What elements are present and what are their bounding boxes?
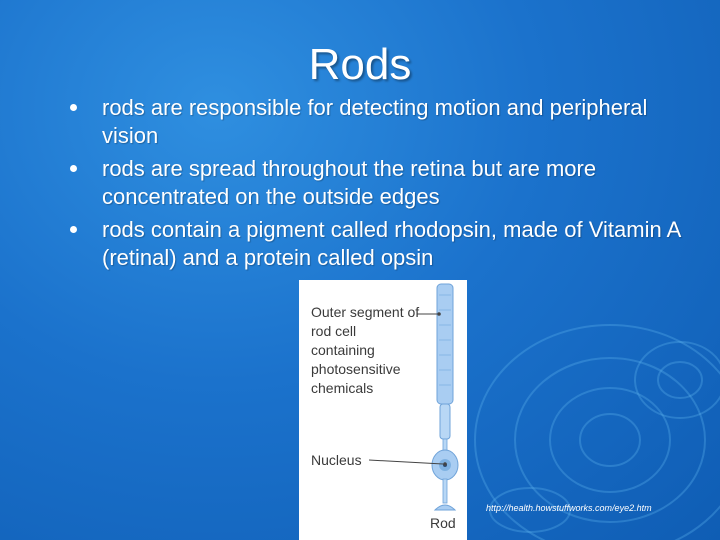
bullet-item: rods are spread throughout the retina bu…: [70, 155, 690, 211]
bullet-item: rods contain a pigment called rhodopsin,…: [70, 216, 690, 272]
bullet-dot-icon: [70, 165, 77, 172]
bullet-dot-icon: [70, 104, 77, 111]
bullet-dot-icon: [70, 226, 77, 233]
rod-label: Rod: [430, 515, 456, 531]
bullet-item: rods are responsible for detecting motio…: [70, 94, 690, 150]
rod-cell-illustration: [368, 283, 459, 511]
bullet-text: rods contain a pigment called rhodopsin,…: [102, 217, 681, 270]
bullet-text: rods are responsible for detecting motio…: [102, 95, 648, 148]
source-link[interactable]: http://health.howstuffworks.com/eye2.htm: [486, 503, 652, 513]
bullet-list: rods are responsible for detecting motio…: [70, 94, 690, 277]
bullet-text: rods are spread throughout the retina bu…: [102, 156, 597, 209]
slide-title: Rods: [308, 40, 412, 89]
outer-segment-label: Outer segment of rod cell containing pho…: [311, 304, 420, 396]
rod-cell-diagram: Outer segment of rod cell containing pho…: [299, 280, 467, 540]
nucleus-label: Nucleus: [311, 452, 362, 468]
